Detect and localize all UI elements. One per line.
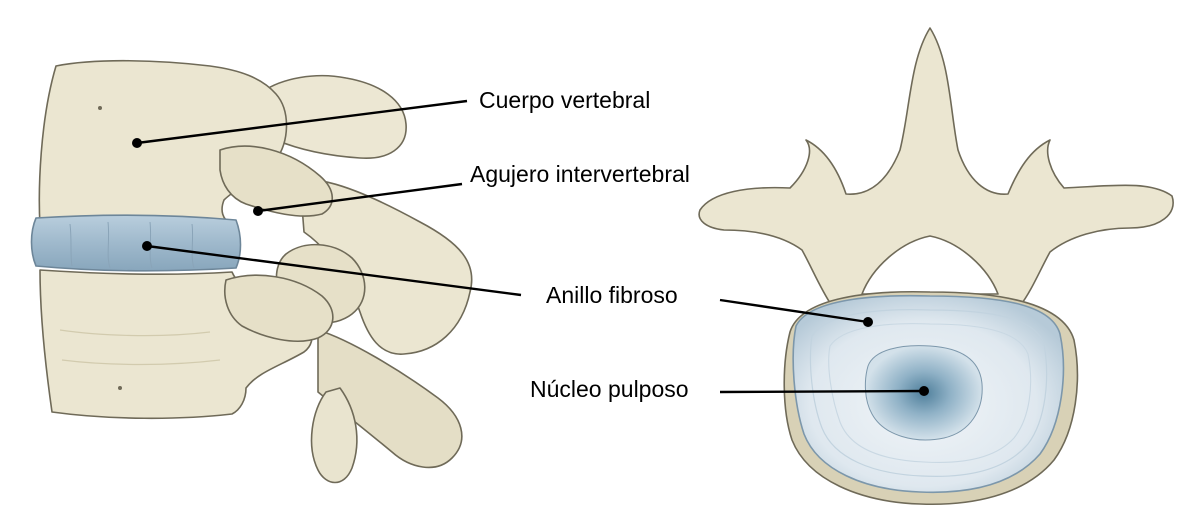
superior-vertebra-view	[698, 27, 1174, 506]
leader-anillo-fibroso-right	[719, 298, 869, 324]
nutrient-foramen	[118, 386, 122, 390]
vertebral-foramen	[861, 235, 999, 295]
marker-nucleo-pulposo	[919, 386, 929, 396]
marker-anillo-fibroso-left	[142, 241, 152, 251]
label-anillo-fibroso: Anillo fibroso	[546, 282, 678, 308]
leader-nucleo-pulposo	[719, 389, 925, 394]
annulus-lamellae	[828, 323, 1032, 463]
label-agujero-intervertebral: Agujero intervertebral	[470, 161, 690, 187]
lower-spinous-tip	[310, 387, 358, 484]
bone-shading	[59, 329, 221, 366]
lateral-disc-fibers	[69, 221, 195, 269]
lateral-vertebrae-view	[30, 59, 473, 484]
leader-agujero-intervertebral	[257, 182, 463, 213]
marker-cuerpo-vertebral	[132, 138, 142, 148]
annulus-lamellae	[809, 309, 1048, 477]
label-cuerpo-vertebral: Cuerpo vertebral	[479, 87, 650, 113]
lower-spinous-process	[317, 329, 463, 469]
lower-pedicle	[224, 274, 334, 343]
nutrient-foramen	[98, 106, 102, 110]
label-nucleo-pulposo: Núcleo pulposo	[530, 376, 689, 402]
upper-pedicle	[219, 145, 334, 217]
marker-agujero-intervertebral	[253, 206, 263, 216]
leader-lines	[132, 99, 929, 396]
lateral-disc-annulus	[30, 214, 242, 272]
leader-anillo-fibroso-left	[146, 244, 522, 297]
marker-anillo-fibroso-right	[863, 317, 873, 327]
leader-cuerpo-vertebral	[136, 99, 468, 145]
